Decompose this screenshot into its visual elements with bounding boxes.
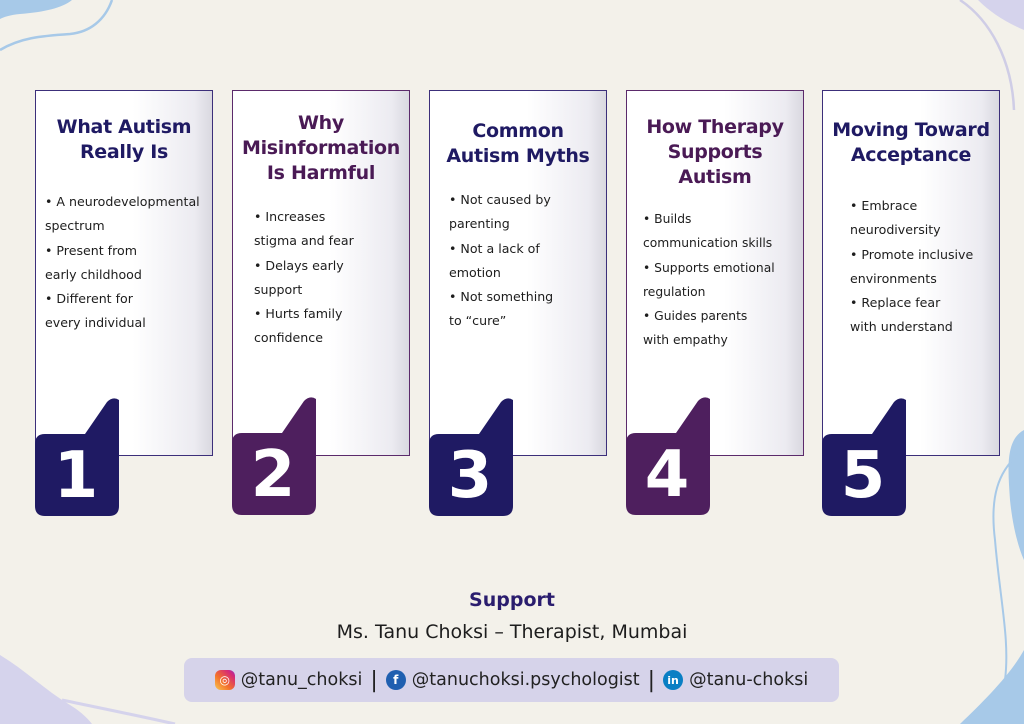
card-title: Common Autism Myths — [446, 120, 590, 167]
linkedin-handle: @tanu-choksi — [689, 670, 809, 690]
badge-shape-icon — [232, 397, 316, 515]
card-title: What Autism Really Is — [56, 116, 192, 163]
card-misinformation-harmful: Why Misinformation Is Harmful • Increase… — [232, 90, 410, 456]
badge-shape-icon — [35, 398, 119, 516]
badge-shape-icon — [429, 398, 513, 516]
card-moving-acceptance: Moving Toward Acceptance • Embrace neuro… — [822, 90, 1000, 456]
card-what-autism-is: What Autism Really Is • A neurodevelopme… — [35, 90, 213, 456]
card-title: How Therapy Supports Autism — [646, 116, 784, 188]
social-links-bar: ◎ @tanu_choksi | f @tanuchoksi.psycholog… — [184, 658, 839, 702]
social-link-instagram[interactable]: ◎ @tanu_choksi — [214, 670, 363, 690]
facebook-handle: @tanuchoksi.psychologist — [411, 670, 640, 690]
instagram-handle: @tanu_choksi — [240, 670, 363, 690]
linkedin-icon: in — [663, 670, 684, 690]
separator: | — [647, 667, 656, 693]
badge-shape-icon — [822, 398, 906, 516]
number-badge-2: 2 — [232, 395, 318, 517]
instagram-icon: ◎ — [214, 670, 235, 690]
card-bullets: • A neurodevelopmental spectrum • Presen… — [45, 194, 200, 331]
number-badge-1: 1 — [35, 396, 121, 518]
card-title: Why Misinformation Is Harmful — [241, 112, 401, 184]
card-bullets: • Builds communication skills • Supports… — [643, 212, 775, 348]
social-link-facebook[interactable]: f @tanuchoksi.psychologist — [385, 670, 640, 690]
card-bullets: • Increases stigma and fear • Delays ear… — [254, 209, 354, 346]
card-title: Moving Toward Acceptance — [832, 119, 990, 166]
number-badge-5: 5 — [822, 396, 908, 518]
separator: | — [370, 667, 378, 693]
badge-shape-icon — [626, 397, 710, 515]
number-badge-3: 3 — [429, 396, 515, 518]
card-common-myths: Common Autism Myths • Not caused by pare… — [429, 90, 607, 456]
footer-title: Support — [469, 589, 555, 611]
card-therapy-supports: How Therapy Supports Autism • Builds com… — [626, 90, 804, 456]
social-link-linkedin[interactable]: in @tanu-choksi — [663, 670, 808, 690]
card-bullets: • Not caused by parenting • Not a lack o… — [449, 192, 554, 329]
card-bullets: • Embrace neurodiversity • Promote inclu… — [850, 198, 974, 335]
footer-subtitle: Ms. Tanu Choksi – Therapist, Mumbai — [336, 621, 688, 643]
number-badge-4: 4 — [626, 395, 712, 517]
facebook-icon: f — [385, 670, 406, 690]
